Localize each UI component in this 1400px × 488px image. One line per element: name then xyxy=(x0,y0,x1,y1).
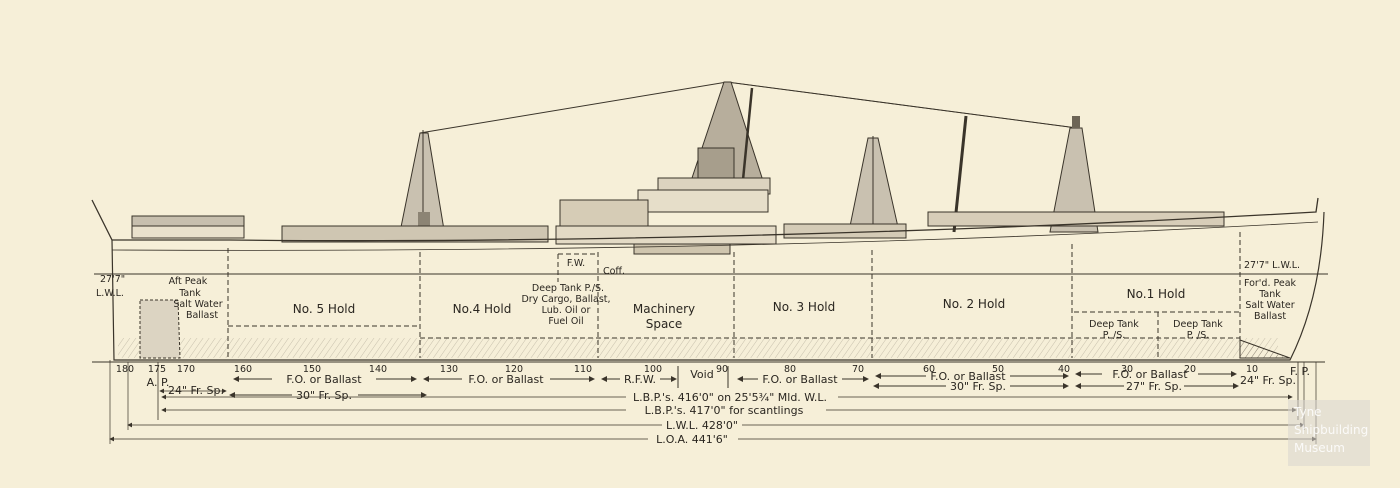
frame-40: 40 xyxy=(1058,364,1070,375)
lbp-moulded-dimension: L.B.P.'s. 416'0" on 25'5¾" Mld. W.L. xyxy=(633,391,827,404)
ford-peak-line-1: For'd. Peak xyxy=(1244,278,1297,289)
fwd-perpendicular-label: F. P. xyxy=(1290,365,1310,378)
aft-lwl-label: L.W.L. xyxy=(96,288,124,299)
frame-spacing-30-a: 30" Fr. Sp. xyxy=(296,389,352,402)
deep-tank-1-line-2: P. /S. xyxy=(1103,330,1126,341)
fo-ballast-1: F.O. or Ballast xyxy=(286,373,362,386)
deep-tank-1-line-1: Deep Tank xyxy=(1089,319,1139,330)
machinery-space-label-2: Space xyxy=(646,317,683,331)
museum-watermark: Tyne Shipbuilding Museum xyxy=(1288,400,1370,466)
foremost-mast xyxy=(952,115,1099,233)
midship-mast xyxy=(687,81,767,191)
frame-10: 10 xyxy=(1246,364,1258,375)
frame-150: 150 xyxy=(303,364,321,375)
bottom-spaces-row: F.O. or Ballast F.O. or Ballast R.F.W. V… xyxy=(233,366,1237,388)
perpendicular-labels: A. P. F. P. xyxy=(147,362,1310,420)
frame-numbers: 180 175 170 160 150 140 130 120 110 100 … xyxy=(116,364,1258,375)
no4-hold-label: No.4 Hold xyxy=(453,302,512,316)
frame-140: 140 xyxy=(369,364,387,375)
fw-label: F.W. xyxy=(567,258,585,269)
deep-tank-2-line-1: Deep Tank xyxy=(1173,319,1223,330)
frame-spacing-aft-24: 24" Fr. Sp. xyxy=(168,384,224,397)
frame-spacing-row: 24" Fr. Sp. 30" Fr. Sp. 30" Fr. Sp. 27" … xyxy=(159,374,1296,402)
frame-160: 160 xyxy=(234,364,252,375)
frame-spacing-fwd-24: 24" Fr. Sp. xyxy=(1240,374,1296,387)
frame-110: 110 xyxy=(574,364,592,375)
deep-tank-ps-line-2: Dry Cargo, Ballast, xyxy=(521,294,610,305)
ford-peak-line-3: Salt Water xyxy=(1245,300,1294,311)
fo-ballast-2: F.O. or Ballast xyxy=(468,373,544,386)
frame-50: 50 xyxy=(992,364,1004,375)
frame-90: 90 xyxy=(716,364,728,375)
watermark-line-1: Tyne xyxy=(1293,405,1322,419)
rfw-label: R.F.W. xyxy=(624,373,656,386)
aft-peak-line-2: Tank xyxy=(178,288,201,299)
fore-mast xyxy=(847,136,901,237)
void-label: Void xyxy=(690,368,713,381)
frame-170: 170 xyxy=(177,364,195,375)
frame-spacing-30-b: 30" Fr. Sp. xyxy=(950,380,1006,393)
frame-60: 60 xyxy=(923,364,935,375)
overall-dimensions: L.B.P.'s. 416'0" on 25'5¾" Mld. W.L. L.B… xyxy=(109,360,1317,446)
no1-hold-label: No.1 Hold xyxy=(1127,287,1186,301)
frame-130: 130 xyxy=(440,364,458,375)
aft-peak-line-4: Ballast xyxy=(186,310,218,321)
fo-ballast-4: F.O. or Ballast xyxy=(930,370,1006,383)
frame-20: 20 xyxy=(1184,364,1196,375)
aft-mast xyxy=(397,130,447,243)
ford-peak-line-4: Ballast xyxy=(1254,311,1286,322)
fo-ballast-5: F.O. or Ballast xyxy=(1112,368,1188,381)
no5-hold-label: No. 5 Hold xyxy=(293,302,356,316)
machinery-space-label-1: Machinery xyxy=(633,302,695,316)
deep-tank-ps-line-3: Lub. Oil or xyxy=(542,305,591,316)
aft-draft-label: 27'7" xyxy=(100,274,125,285)
frame-120: 120 xyxy=(505,364,523,375)
no3-hold-label: No. 3 Hold xyxy=(773,300,836,314)
ford-peak-line-2: Tank xyxy=(1258,289,1281,300)
frame-100: 100 xyxy=(644,364,662,375)
deep-tank-ps-line-4: Fuel Oil xyxy=(548,316,583,327)
fo-ballast-3: F.O. or Ballast xyxy=(762,373,838,386)
lbp-scantlings-dimension: L.B.P.'s. 417'0" for scantlings xyxy=(645,404,804,417)
lwl-dimension: L.W.L. 428'0" xyxy=(666,419,738,432)
aft-peak-line-3: Salt Water xyxy=(173,299,222,310)
frame-180: 180 xyxy=(116,364,134,375)
frame-80: 80 xyxy=(784,364,796,375)
frame-175: 175 xyxy=(148,364,166,375)
bulkheads xyxy=(227,232,1241,358)
tank-labels: Aft Peak Tank Salt Water Ballast Deep Ta… xyxy=(169,258,1297,341)
fwd-lwl-label: 27'7" L.W.L. xyxy=(1244,260,1300,271)
superstructure xyxy=(131,177,1225,255)
no2-hold-label: No. 2 Hold xyxy=(943,297,1006,311)
watermark-line-2: Shipbuilding xyxy=(1294,423,1368,437)
coff-label: Coff. xyxy=(603,266,625,277)
deep-tank-ps-line-1: Deep Tank P./S. xyxy=(532,283,604,294)
waterline-labels: 27'7" L.W.L. 27'7" L.W.L. xyxy=(96,260,1300,299)
deep-tank-2-line-2: P. /S. xyxy=(1187,330,1210,341)
hold-labels: No. 5 Hold No.4 Hold Machinery Space No.… xyxy=(293,287,1186,331)
frame-30: 30 xyxy=(1121,364,1133,375)
frame-70: 70 xyxy=(852,364,864,375)
loa-dimension: L.O.A. 441'6" xyxy=(656,433,728,446)
watermark-line-3: Museum xyxy=(1294,441,1345,455)
frame-spacing-27: 27" Fr. Sp. xyxy=(1126,380,1182,393)
aft-peak-line-1: Aft Peak xyxy=(169,276,208,287)
